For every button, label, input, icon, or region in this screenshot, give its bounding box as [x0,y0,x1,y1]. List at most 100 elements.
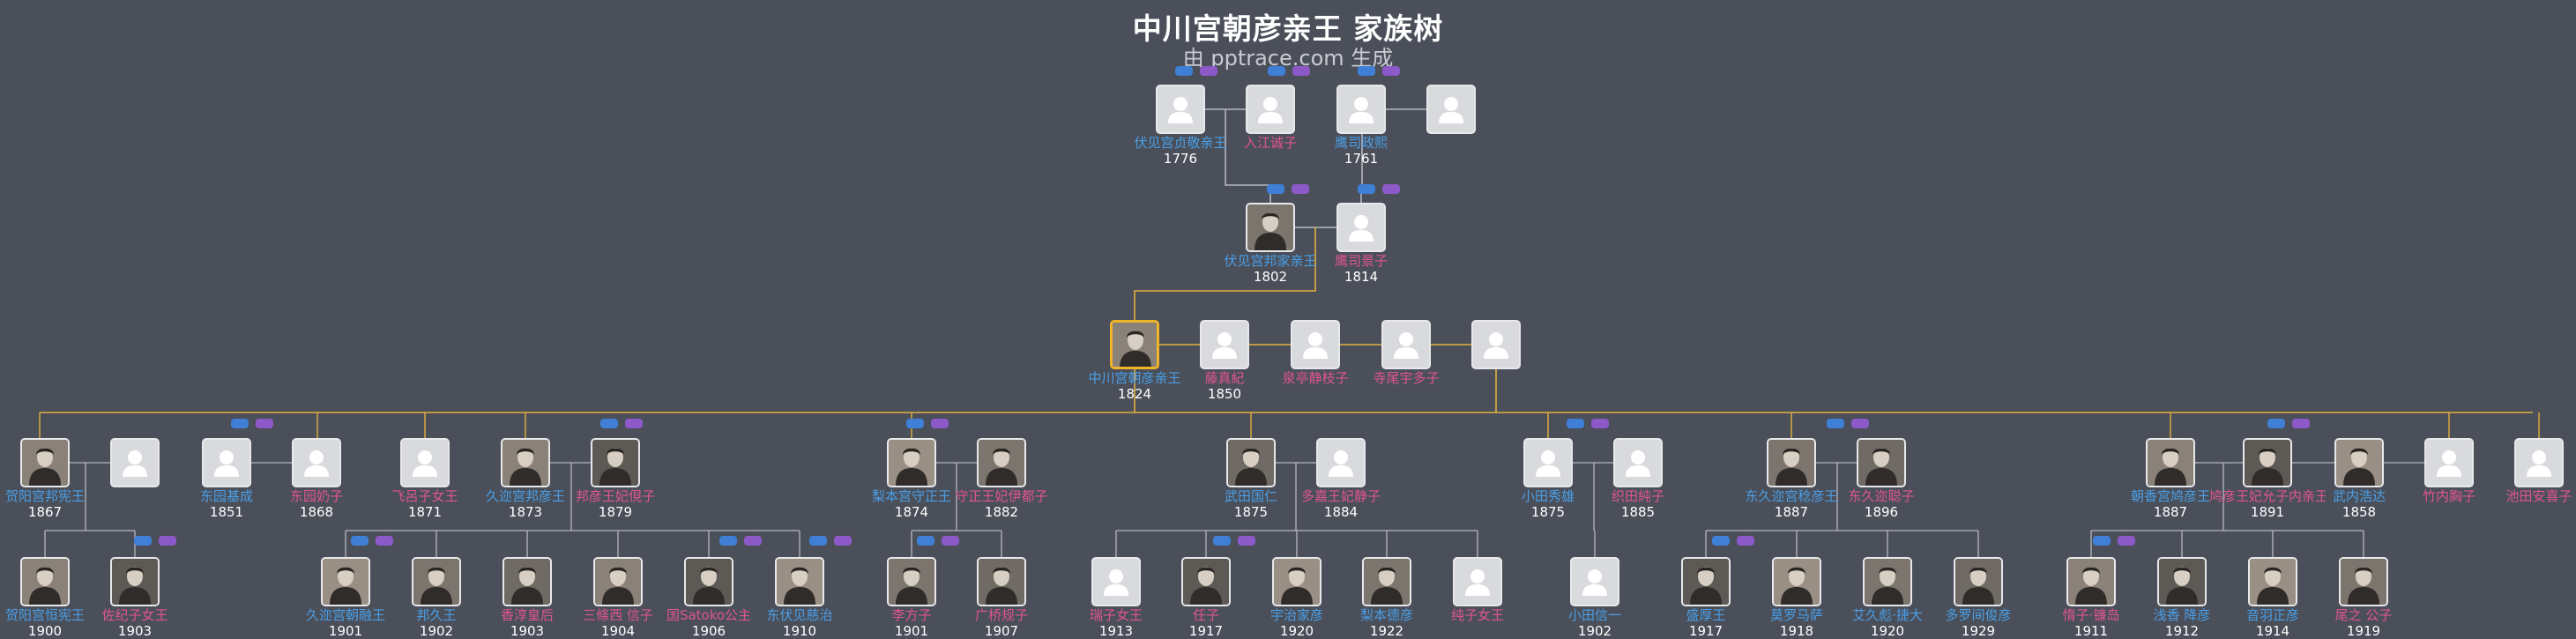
person-name[interactable]: 藤真紀 [1204,371,1245,386]
person-name[interactable]: 中川宫朝彦亲王 [1088,371,1181,386]
person-photo[interactable] [321,557,370,606]
person-name[interactable]: 多嘉王妃静子 [1300,489,1381,504]
expand-parents-toggle[interactable] [917,536,934,546]
expand-parents-toggle[interactable] [134,536,152,546]
person-placeholder-icon[interactable] [1291,320,1340,369]
expand-parents-toggle[interactable] [1827,419,1844,428]
person-placeholder-icon[interactable] [1246,85,1295,134]
person-placeholder-icon[interactable] [400,438,450,487]
person-photo[interactable] [1181,557,1231,606]
person-name[interactable]: 朝香宫鸠彦王 [2130,489,2210,504]
person-name[interactable]: 寺尾宇多子 [1373,371,1440,386]
person-photo[interactable] [2243,438,2292,487]
person-name[interactable]: 伏见宫邦家亲王 [1224,254,1317,269]
person-photo[interactable] [775,557,824,606]
expand-spouse-toggle[interactable] [834,536,852,546]
expand-parents-toggle[interactable] [1712,536,1730,546]
person-placeholder-icon[interactable] [1091,557,1141,606]
person-name[interactable]: 盛厚王 [1686,608,1726,623]
expand-parents-toggle[interactable] [2267,419,2285,428]
person-photo[interactable] [977,557,1026,606]
person-name[interactable]: 入江诚子 [1243,136,1297,151]
expand-spouse-toggle[interactable] [1292,66,1310,76]
person-placeholder-icon[interactable] [1156,85,1205,134]
expand-spouse-toggle[interactable] [1382,184,1400,194]
expand-parents-toggle[interactable] [1267,184,1284,194]
expand-spouse-toggle[interactable] [931,419,949,428]
person-name[interactable]: 三條西 信子 [583,608,653,623]
person-placeholder-icon[interactable] [1381,320,1431,369]
person-name[interactable]: 久迩宫朝融王 [305,608,385,623]
expand-parents-toggle[interactable] [231,419,249,428]
expand-parents-toggle[interactable] [1268,66,1285,76]
expand-spouse-toggle[interactable] [2292,419,2310,428]
person-name[interactable]: 广桥规子 [974,608,1028,623]
person-name[interactable]: 鸠彦王妃允子内亲王 [2209,489,2326,504]
person-photo[interactable] [1767,438,1816,487]
expand-parents-toggle[interactable] [906,419,924,428]
person-photo[interactable] [1772,557,1821,606]
expand-spouse-toggle[interactable] [1238,536,1255,546]
expand-spouse-toggle[interactable] [1737,536,1754,546]
person-name[interactable]: 梨本德彦 [1359,608,1413,623]
person-name[interactable]: 池田安喜子 [2505,489,2572,504]
person-placeholder-icon[interactable] [110,438,160,487]
person-name[interactable]: 音羽正彦 [2245,608,2299,623]
expand-spouse-toggle[interactable] [1591,419,1609,428]
person-placeholder-icon[interactable] [1200,320,1249,369]
person-name[interactable]: 浅香 降彦 [2153,608,2211,623]
expand-spouse-toggle[interactable] [1851,419,1869,428]
person-placeholder-icon[interactable] [2514,438,2564,487]
expand-spouse-toggle[interactable] [744,536,762,546]
person-placeholder-icon[interactable] [1471,320,1521,369]
person-photo[interactable] [1110,320,1159,369]
expand-spouse-toggle[interactable] [159,536,176,546]
person-photo[interactable] [1857,438,1906,487]
expand-parents-toggle[interactable] [719,536,737,546]
person-photo[interactable] [2334,438,2384,487]
expand-spouse-toggle[interactable] [1200,66,1217,76]
person-placeholder-icon[interactable] [1316,438,1366,487]
person-name[interactable]: 惰子·镰岛 [2062,608,2120,623]
expand-parents-toggle[interactable] [2093,536,2111,546]
person-photo[interactable] [1362,557,1411,606]
person-photo[interactable] [684,557,733,606]
expand-spouse-toggle[interactable] [1382,66,1400,76]
person-name[interactable]: 守正王妃伊都子 [955,489,1048,504]
expand-parents-toggle[interactable] [1213,536,1231,546]
person-name[interactable]: 织田純子 [1611,489,1664,504]
person-name[interactable]: 多罗间俊彦 [1945,608,2012,623]
expand-spouse-toggle[interactable] [625,419,643,428]
person-photo[interactable] [110,557,160,606]
person-name[interactable]: 邦久王 [416,608,457,623]
person-name[interactable]: 瑞子女王 [1089,608,1143,623]
person-photo[interactable] [1863,557,1912,606]
person-name[interactable]: 国Satoko公主 [666,608,752,623]
person-name[interactable]: 尾之 公子 [2334,608,2393,623]
person-photo[interactable] [2157,557,2207,606]
expand-parents-toggle[interactable] [351,536,369,546]
expand-spouse-toggle[interactable] [256,419,273,428]
expand-parents-toggle[interactable] [600,419,618,428]
expand-parents-toggle[interactable] [1567,419,1584,428]
person-name[interactable]: 小田秀雄 [1521,489,1575,504]
person-name[interactable]: 贺阳宫邦宪王 [4,489,85,504]
expand-spouse-toggle[interactable] [1292,184,1309,194]
person-photo[interactable] [887,557,936,606]
person-placeholder-icon[interactable] [292,438,341,487]
expand-parents-toggle[interactable] [1358,184,1375,194]
person-name[interactable]: 梨本宫守正王 [871,489,951,504]
person-name[interactable]: 飞呂子女王 [391,489,458,504]
person-photo[interactable] [2066,557,2116,606]
person-photo[interactable] [20,438,70,487]
person-name[interactable]: 东久迩聪子 [1848,489,1915,504]
person-name[interactable]: 竹内胸子 [2422,489,2475,504]
person-name[interactable]: 香淳皇后 [500,608,554,623]
person-photo[interactable] [1226,438,1276,487]
person-photo[interactable] [20,557,70,606]
person-name[interactable]: 武田国仁 [1224,489,1277,504]
person-placeholder-icon[interactable] [1426,85,1476,134]
person-photo[interactable] [1246,203,1295,252]
person-name[interactable]: 任子 [1192,608,1219,623]
person-name[interactable]: 小田信一 [1567,608,1621,623]
